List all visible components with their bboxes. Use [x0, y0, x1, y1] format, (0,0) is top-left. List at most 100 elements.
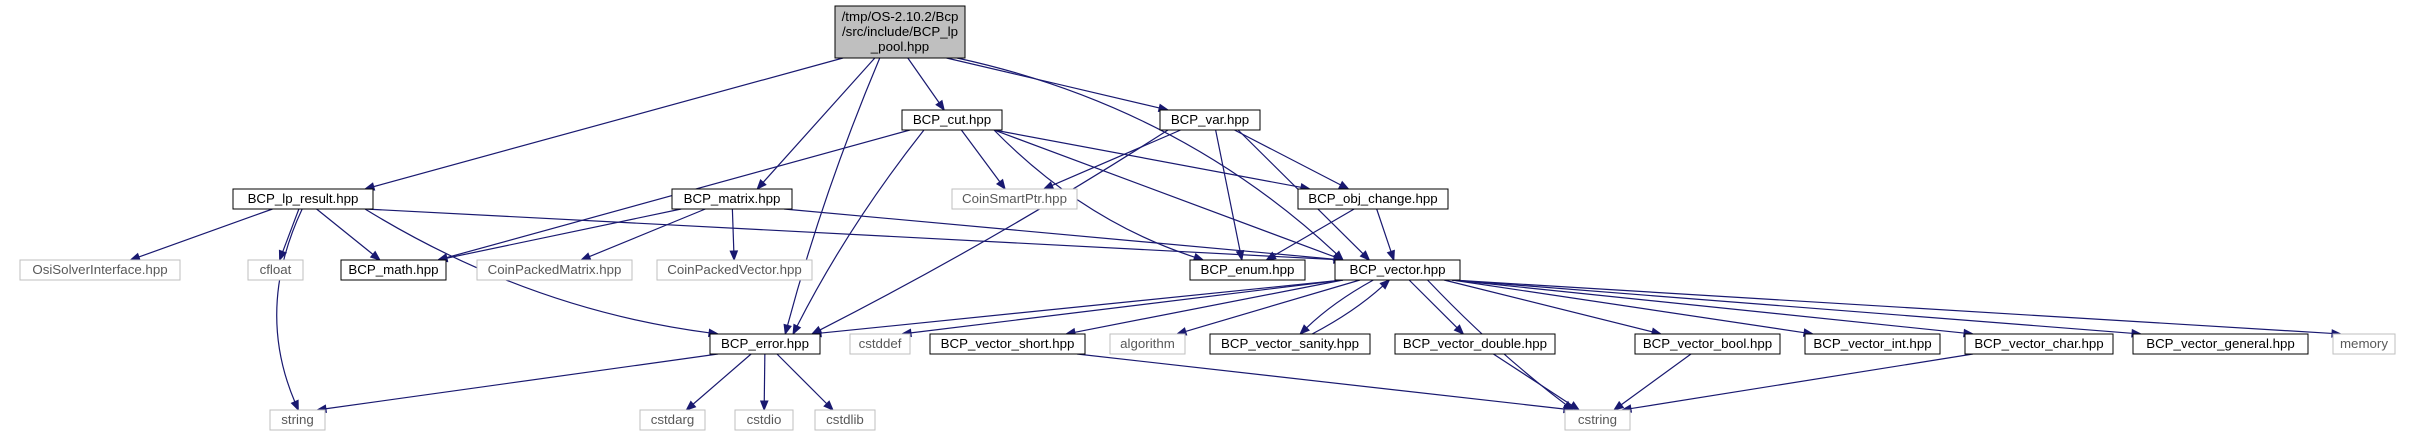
- edge-root-to-bcp_var: [946, 57, 1160, 109]
- node-box: [2132, 333, 2309, 355]
- edge-arrowhead-root-to-bcp_cut: [935, 99, 945, 112]
- node-cstdarg: cstdarg: [639, 409, 706, 431]
- node-bcp-cut[interactable]: BCP_cut.hpp: [901, 109, 1003, 131]
- edge-bcp_vector_double-to-cstring: [1493, 353, 1572, 406]
- node-bcp-var[interactable]: BCP_var.hpp: [1159, 109, 1261, 131]
- edge-bcp_var-to-coin_smart_ptr: [1051, 129, 1181, 186]
- node-label: /src/include/BCP_lp: [842, 24, 958, 39]
- edge-bcp_vector-to-bcp_vector_short: [1074, 279, 1344, 333]
- node-bcp-math[interactable]: BCP_math.hpp: [340, 259, 447, 281]
- node-cstddef: cstddef: [849, 333, 911, 355]
- node-label: memory: [2340, 336, 2388, 351]
- node-label: BCP_obj_change.hpp: [1308, 191, 1437, 206]
- edge-arrowhead-bcp_vector_sanity-to-bcp_vector: [1379, 279, 1391, 290]
- edge-arrowhead-bcp_lp_result-to-bcp_math: [369, 250, 381, 261]
- node-box: [1159, 109, 1261, 131]
- node-label: _pool.hpp: [870, 39, 929, 54]
- node-label: BCP_error.hpp: [721, 336, 809, 351]
- node-bcp-error[interactable]: BCP_error.hpp: [709, 333, 821, 355]
- node-label: BCP_matrix.hpp: [684, 191, 781, 206]
- node-label: BCP_enum.hpp: [1201, 262, 1295, 277]
- node-box: [901, 109, 1003, 131]
- edge-arrowhead-bcp_obj_change-to-bcp_vector: [1386, 249, 1395, 262]
- node-root[interactable]: /tmp/OS-2.10.2/Bcp/src/include/BCP_lp_po…: [834, 5, 966, 59]
- node-osi-solver: OsiSolverInterface.hpp: [19, 259, 181, 281]
- node-label: cstddef: [859, 336, 902, 351]
- node-label: OsiSolverInterface.hpp: [32, 262, 167, 277]
- node-bcp-vector-bool[interactable]: BCP_vector_bool.hpp: [1634, 333, 1781, 355]
- edge-bcp_vector-to-bcp_vector_sanity: [1306, 279, 1374, 329]
- node-box: [476, 259, 633, 281]
- node-cfloat: cfloat: [247, 259, 304, 281]
- node-label: BCP_vector_general.hpp: [2146, 336, 2295, 351]
- edge-bcp_cut-to-bcp_vector: [993, 129, 1335, 258]
- node-box: [951, 188, 1078, 210]
- edge-bcp_vector-to-cstddef: [910, 279, 1344, 334]
- edge-root-to-bcp_lp_result: [373, 57, 844, 188]
- edge-arrowhead-root-to-bcp_error: [783, 323, 792, 336]
- edge-arrowhead-bcp_lp_result-to-cfloat: [278, 249, 288, 262]
- node-box: [814, 409, 876, 431]
- edge-root-to-bcp_matrix: [762, 57, 876, 183]
- node-label: cstdlib: [826, 412, 864, 427]
- node-bcp-matrix[interactable]: BCP_matrix.hpp: [671, 188, 793, 210]
- edge-bcp_vector-to-bcp_error: [820, 279, 1344, 334]
- edge-arrowhead-bcp_matrix-to-coin_packed_vector: [729, 250, 739, 262]
- edge-arrowhead-bcp_vector_bool-to-cstring: [1612, 400, 1625, 411]
- node-bcp-obj-change[interactable]: BCP_obj_change.hpp: [1297, 188, 1449, 210]
- node-label: BCP_vector_bool.hpp: [1643, 336, 1772, 351]
- edge-bcp_error-to-string: [325, 353, 719, 410]
- node-bcp-vector[interactable]: BCP_vector.hpp: [1334, 259, 1461, 281]
- node-bcp-vector-general[interactable]: BCP_vector_general.hpp: [2132, 333, 2309, 355]
- node-box: [734, 409, 794, 431]
- edge-bcp_matrix-to-coin_packed_vector: [731, 208, 735, 252]
- edge-arrowhead-bcp_cut-to-bcp_error: [792, 323, 802, 336]
- edge-arrowhead-bcp_lp_result-to-osi_solver: [129, 252, 141, 261]
- node-bcp-vector-char[interactable]: BCP_vector_char.hpp: [1964, 333, 2114, 355]
- node-label: cstring: [1578, 412, 1617, 427]
- node-bcp-vector-double[interactable]: BCP_vector_double.hpp: [1394, 333, 1556, 355]
- node-label: CoinPackedVector.hpp: [667, 262, 802, 277]
- node-coin-smart-ptr: CoinSmartPtr.hpp: [951, 188, 1078, 210]
- edge-bcp_lp_result-to-osi_solver: [138, 208, 273, 258]
- node-label: /tmp/OS-2.10.2/Bcp: [842, 9, 959, 24]
- node-bcp-vector-int[interactable]: BCP_vector_int.hpp: [1804, 333, 1941, 355]
- node-bcp-lp-result[interactable]: BCP_lp_result.hpp: [232, 188, 374, 210]
- edge-bcp_error-to-cstdarg: [692, 353, 752, 405]
- edge-bcp_lp_result-to-bcp_error: [364, 208, 710, 334]
- node-box: [1804, 333, 1941, 355]
- node-box: [1634, 333, 1781, 355]
- edge-arrowhead-bcp_var-to-coin_smart_ptr: [1042, 181, 1055, 190]
- node-box: [709, 333, 821, 355]
- edge-arrowhead-bcp_var-to-bcp_obj_change: [1338, 180, 1350, 190]
- node-label: cstdarg: [651, 412, 695, 427]
- edge-root-to-bcp_vector: [956, 57, 1337, 255]
- node-bcp-vector-short[interactable]: BCP_vector_short.hpp: [929, 333, 1086, 355]
- edge-bcp_vector_short-to-cstring: [1076, 353, 1565, 410]
- edge-bcp_lp_result-to-bcp_math: [316, 208, 374, 255]
- node-box: [1394, 333, 1556, 355]
- edge-bcp_vector-to-memory: [1451, 279, 2333, 335]
- node-box: [671, 188, 793, 210]
- node-coin-packed-matrix: CoinPackedMatrix.hpp: [476, 259, 633, 281]
- edges-layer: [129, 57, 2343, 414]
- node-bcp-enum[interactable]: BCP_enum.hpp: [1189, 259, 1306, 281]
- node-cstring: cstring: [1564, 409, 1631, 431]
- node-label: BCP_vector_sanity.hpp: [1221, 336, 1359, 351]
- node-box: [1209, 333, 1371, 355]
- node-box: [1964, 333, 2114, 355]
- node-box: [834, 5, 966, 59]
- node-label: CoinPackedMatrix.hpp: [488, 262, 622, 277]
- edge-root-to-bcp_cut: [907, 57, 940, 103]
- edge-bcp_matrix-to-bcp_vector: [783, 208, 1335, 260]
- node-label: algorithm: [1120, 336, 1175, 351]
- edge-bcp_vector_bool-to-cstring: [1620, 353, 1692, 406]
- node-bcp-vector-sanity[interactable]: BCP_vector_sanity.hpp: [1209, 333, 1371, 355]
- edge-bcp_cut-to-coin_smart_ptr: [960, 129, 1001, 183]
- edge-bcp_var-to-bcp_enum: [1215, 129, 1241, 252]
- node-label: BCP_vector_double.hpp: [1403, 336, 1547, 351]
- node-box: [1189, 259, 1306, 281]
- node-box: [232, 188, 374, 210]
- node-algorithm: algorithm: [1109, 333, 1186, 355]
- node-box: [1109, 333, 1186, 355]
